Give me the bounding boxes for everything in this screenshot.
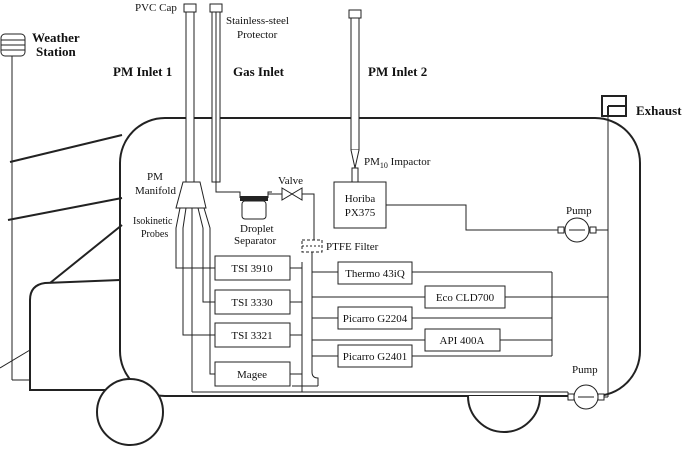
thermo-43iq-box: Thermo 43iQ [337,261,413,285]
tsi-3321-box: TSI 3321 [214,322,291,348]
exhaust-label: Exhaust [636,103,682,118]
isokinetic-probes [175,207,215,392]
top-pump-label: Pump [566,205,592,217]
gas-inlet-tube [209,3,223,183]
stainless-protector-label-1: Stainless-steel [226,15,289,27]
isokinetic-probes-label-1: Isokinetic [133,216,173,227]
pm-manifold-icon [175,181,207,209]
tsi-3321-label: TSI 3321 [231,330,272,342]
pm-manifold-label-2: Manifold [135,185,176,197]
pvc-cap-label: PVC Cap [135,2,177,14]
gas-distribution-lines [311,252,425,386]
valve-label: Valve [278,175,303,187]
pm-inlet-1-label: PM Inlet 1 [113,64,172,79]
thermo-43iq-label: Thermo 43iQ [345,268,405,280]
tsi-3330-label: TSI 3330 [231,297,273,309]
ptfe-filter-icon [301,239,323,253]
bottom-pump-label: Pump [572,364,598,376]
instrument-exhaust-lines [290,262,608,392]
droplet-separator-icon [240,196,268,220]
horiba-label-2: PX375 [345,207,376,219]
eco-cld700-box: Eco CLD700 [424,285,506,309]
api-400a-box: API 400A [424,328,501,352]
pm-inlet-2-tube [348,9,362,183]
droplet-separator-label-1: Droplet [240,223,274,235]
tsi-3330-box: TSI 3330 [214,289,291,315]
magee-box: Magee [214,361,291,387]
horiba-px375-box [333,181,387,229]
picarro-g2401-label: Picarro G2401 [343,351,407,363]
gas-inlet-label: Gas Inlet [233,64,285,79]
bottom-pump-line [192,385,608,398]
rear-wheel [467,395,541,433]
stainless-protector-label-2: Protector [237,29,278,41]
weather-station-icon [0,33,26,57]
pm-inlet-2-label: PM Inlet 2 [368,64,427,79]
picarro-g2204-label: Picarro G2204 [343,313,408,325]
magee-label: Magee [237,369,267,381]
weather-station-label-1: Weather [32,30,80,45]
top-pump-icon [557,217,597,243]
gas-line [215,182,315,240]
droplet-separator-label-2: Separator [234,235,276,247]
pm-inlet-1-tube [183,3,197,183]
exhaust-icon [601,95,627,397]
tsi-3910-box: TSI 3910 [214,255,291,281]
bottom-pump-icon [567,384,605,410]
ptfe-filter-label: PTFE Filter [326,241,379,253]
front-wheel [96,378,164,446]
api-400a-label: API 400A [440,335,485,347]
pm10-impactor-label: PM10 Impactor [364,156,431,170]
picarro-g2204-box: Picarro G2204 [337,306,413,330]
pm-manifold-label-1: PM [147,171,163,183]
horiba-label-1: Horiba [345,193,376,205]
weather-station-label-2: Station [36,44,77,59]
isokinetic-probes-label-2: Probes [141,229,168,240]
horiba-pump-line [386,204,608,231]
valve-icon [281,187,303,201]
vehicle-outline [0,55,641,397]
eco-cld700-label: Eco CLD700 [436,292,495,304]
picarro-g2401-box: Picarro G2401 [337,344,413,368]
tsi-3910-label: TSI 3910 [231,263,273,275]
